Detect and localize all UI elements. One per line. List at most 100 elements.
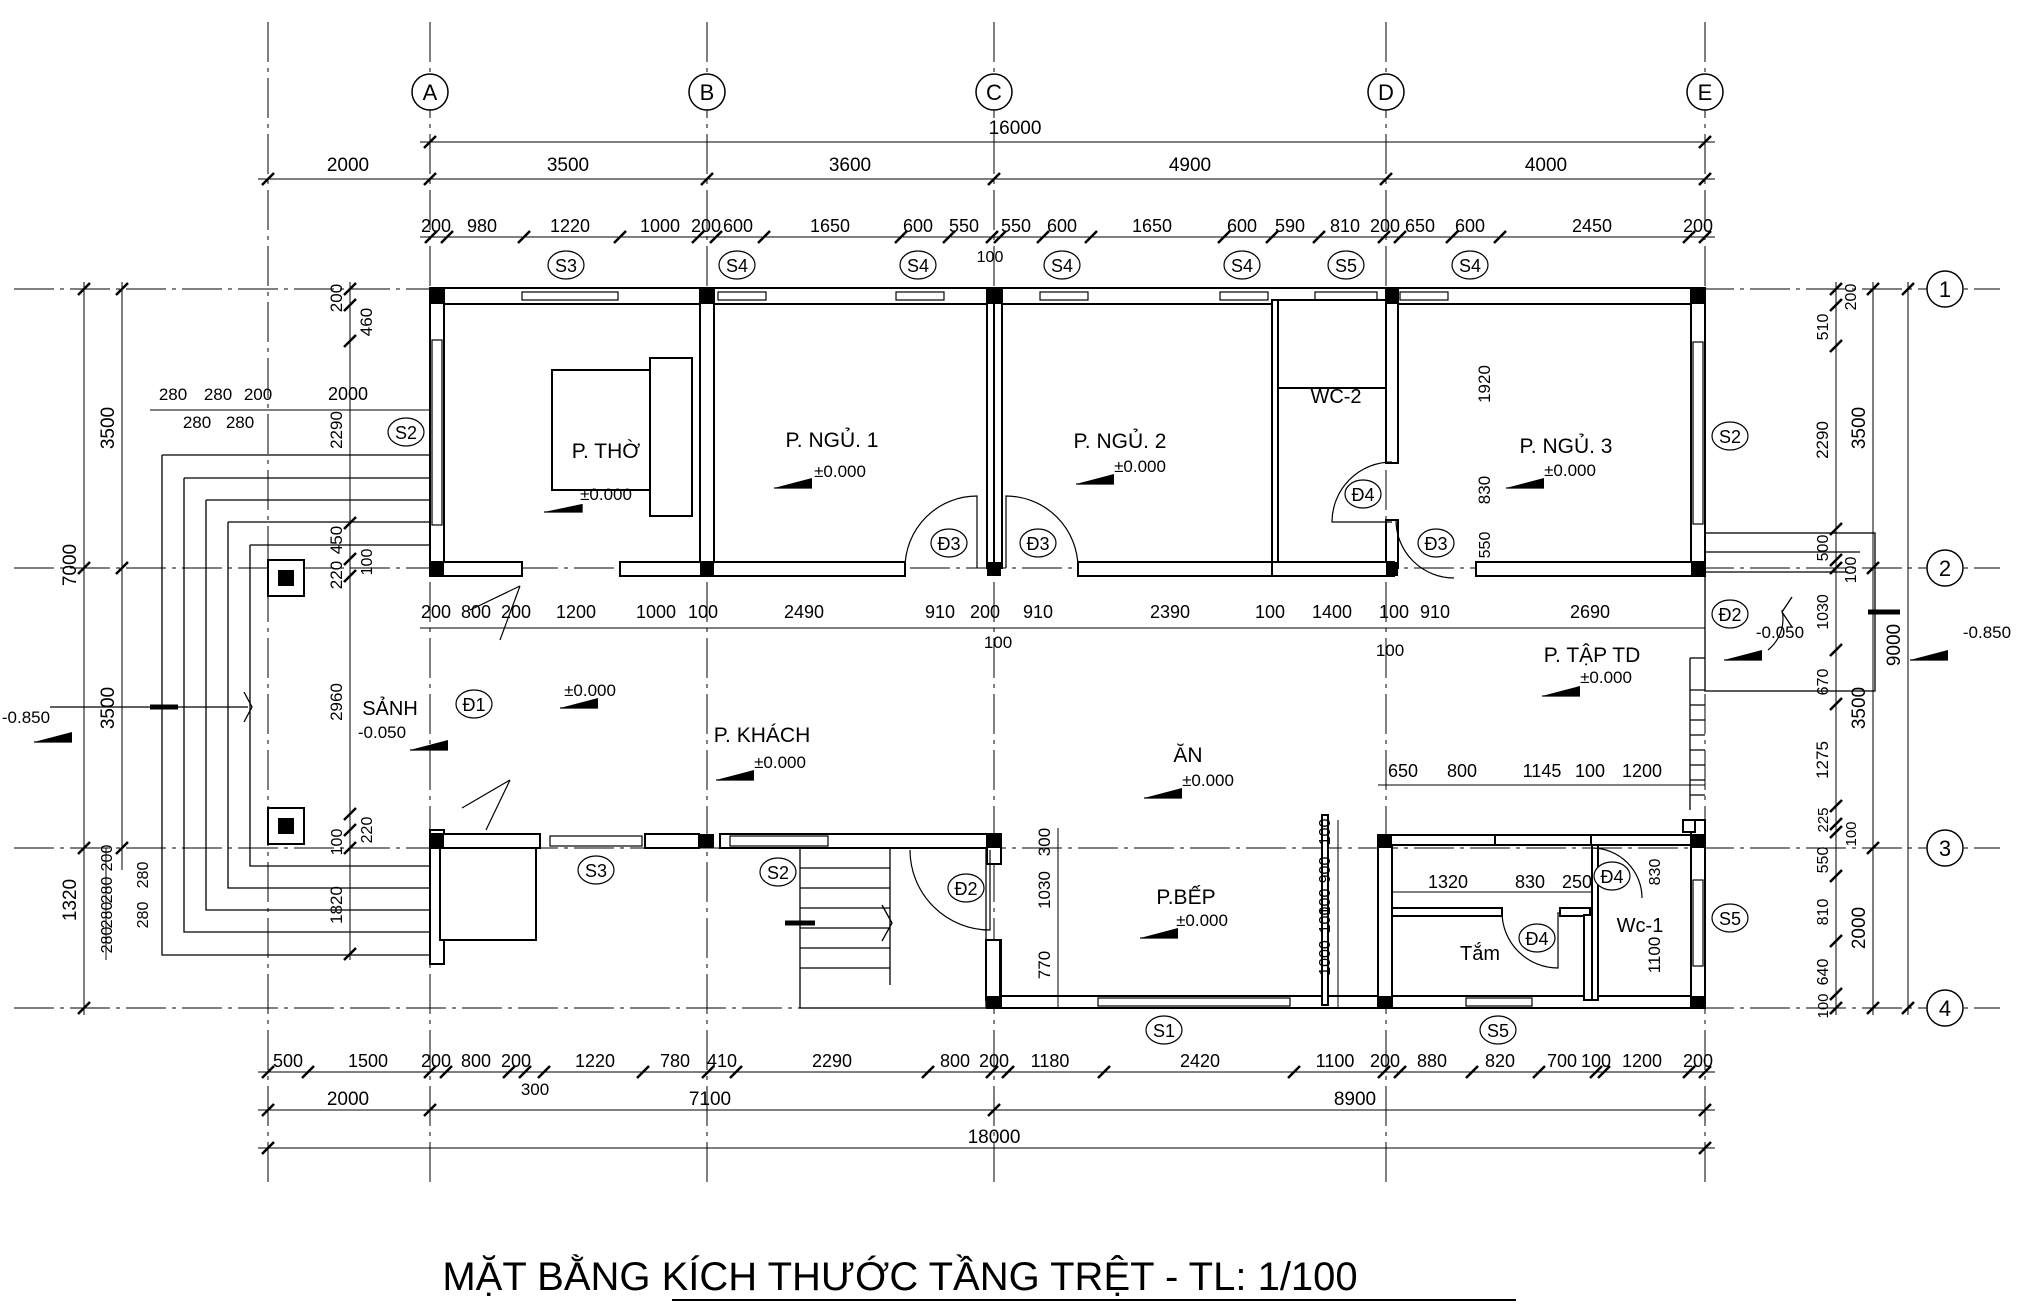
- svg-text:Đ1: Đ1: [462, 695, 485, 715]
- door-tag-d2-kitchen: Đ2: [947, 873, 985, 903]
- svg-text:±0.000: ±0.000: [1182, 771, 1234, 790]
- top-dimensions: 16000 2000 3500 3600 4900 4000 200 980 1…: [258, 118, 1715, 266]
- window-tag-s1: S1: [1145, 1015, 1183, 1045]
- window-tag-s4-3: S4: [1043, 250, 1081, 280]
- svg-text:510: 510: [1815, 314, 1832, 341]
- svg-text:200: 200: [244, 385, 272, 404]
- room-p-tap-td: P. TẬP TD ±0.000: [1542, 644, 1640, 697]
- dim-overall-bottom: 18000: [968, 1127, 1021, 1148]
- svg-text:600: 600: [1227, 216, 1257, 236]
- svg-text:4000: 4000: [1525, 155, 1567, 176]
- window-tag-s2-left: S2: [387, 417, 425, 447]
- svg-text:2000: 2000: [1849, 907, 1870, 949]
- svg-text:910: 910: [1023, 602, 1053, 622]
- svg-text:1320: 1320: [1428, 872, 1468, 892]
- svg-text:590: 590: [1275, 216, 1305, 236]
- svg-text:200: 200: [1370, 1051, 1400, 1071]
- columns: [430, 288, 1705, 1008]
- svg-text:450: 450: [327, 526, 346, 554]
- door-tag-d3-2: Đ3: [1019, 528, 1057, 558]
- svg-text:830: 830: [1515, 872, 1545, 892]
- svg-text:800: 800: [461, 602, 491, 622]
- svg-text:3500: 3500: [1849, 407, 1870, 449]
- svg-text:2960: 2960: [327, 683, 346, 721]
- svg-text:P. NGỦ. 2: P. NGỦ. 2: [1074, 429, 1167, 453]
- svg-text:280: 280: [204, 385, 232, 404]
- svg-text:780: 780: [660, 1051, 690, 1071]
- svg-text:SẢNH: SẢNH: [362, 697, 418, 720]
- svg-text:200: 200: [421, 216, 451, 236]
- room-sanh: SẢNH -0.050: [358, 697, 448, 751]
- svg-text:2690: 2690: [1570, 602, 1610, 622]
- svg-text:100: 100: [1843, 821, 1860, 846]
- svg-text:280: 280: [99, 927, 116, 954]
- svg-text:E: E: [1698, 80, 1713, 105]
- svg-text:P. THỜ: P. THỜ: [572, 440, 641, 463]
- svg-text:650: 650: [1388, 761, 1418, 781]
- svg-text:830: 830: [1475, 476, 1494, 504]
- svg-text:2290: 2290: [1813, 421, 1832, 459]
- svg-text:1000: 1000: [636, 602, 676, 622]
- svg-text:200: 200: [99, 845, 116, 872]
- svg-text:1030: 1030: [1035, 871, 1054, 909]
- grid-column-bubbles: A B C D E: [411, 73, 1724, 111]
- svg-text:3500: 3500: [547, 155, 589, 176]
- svg-text:1400: 1400: [1312, 602, 1352, 622]
- svg-text:550: 550: [1477, 532, 1494, 559]
- svg-text:±0.000: ±0.000: [754, 753, 806, 772]
- svg-text:100: 100: [977, 249, 1004, 266]
- bottom-dimensions: 500 1500 200 800 200 300 1220 780 410 22…: [258, 1051, 1715, 1155]
- svg-text:280: 280: [183, 413, 211, 432]
- svg-text:200: 200: [1683, 216, 1713, 236]
- svg-text:1000: 1000: [1317, 940, 1334, 976]
- svg-text:-0.850: -0.850: [1963, 623, 2011, 642]
- svg-text:100: 100: [1317, 889, 1334, 916]
- svg-text:1920: 1920: [1475, 365, 1494, 403]
- svg-text:100: 100: [1317, 907, 1334, 934]
- svg-text:-0.850: -0.850: [2, 708, 50, 727]
- svg-text:7000: 7000: [60, 544, 81, 586]
- right-dimensions: 9000 3500 3500 2000 200 510 2290 500 100…: [1813, 282, 1915, 1019]
- svg-text:1220: 1220: [550, 216, 590, 236]
- svg-text:1220: 1220: [575, 1051, 615, 1071]
- svg-text:830: 830: [1647, 859, 1664, 886]
- svg-text:460: 460: [357, 308, 376, 336]
- svg-text:280: 280: [99, 877, 116, 904]
- svg-text:3500: 3500: [98, 687, 119, 729]
- svg-text:S3: S3: [555, 256, 577, 276]
- svg-text:3: 3: [1939, 836, 1951, 861]
- svg-text:7100: 7100: [689, 1089, 731, 1110]
- svg-text:100: 100: [1317, 819, 1334, 846]
- svg-text:S2: S2: [395, 423, 417, 443]
- svg-text:±0.000: ±0.000: [564, 681, 616, 700]
- svg-text:1180: 1180: [1031, 1051, 1070, 1071]
- svg-text:200: 200: [1683, 1051, 1713, 1071]
- svg-text:600: 600: [1455, 216, 1485, 236]
- svg-text:500: 500: [273, 1051, 303, 1071]
- svg-text:A: A: [423, 80, 438, 105]
- svg-text:2000: 2000: [328, 384, 368, 404]
- door-tag-d3-3: Đ3: [1417, 528, 1455, 558]
- svg-text:Đ4: Đ4: [1600, 867, 1623, 887]
- svg-text:200: 200: [501, 602, 531, 622]
- svg-text:250: 250: [1562, 872, 1592, 892]
- svg-text:1820: 1820: [327, 886, 346, 924]
- grid-bubble-c: C: [975, 73, 1013, 111]
- svg-text:ĂN: ĂN: [1173, 744, 1202, 767]
- svg-text:2290: 2290: [327, 411, 346, 449]
- interior-dimensions: 200 800 200 1200 1000 100 2490 910 200 1…: [420, 365, 1705, 1008]
- svg-text:2000: 2000: [327, 155, 369, 176]
- svg-text:1200: 1200: [556, 602, 596, 622]
- svg-text:200: 200: [1370, 216, 1400, 236]
- svg-text:100: 100: [1379, 602, 1409, 622]
- svg-text:100: 100: [984, 633, 1012, 652]
- svg-text:910: 910: [925, 602, 955, 622]
- svg-text:3500: 3500: [98, 407, 119, 449]
- window-tag-s5-bottom: S5: [1479, 1015, 1517, 1045]
- svg-text:800: 800: [1447, 761, 1477, 781]
- window-tag-s3-bottom: S3: [577, 855, 615, 885]
- svg-text:3600: 3600: [829, 155, 871, 176]
- svg-text:200: 200: [970, 602, 1000, 622]
- svg-text:800: 800: [940, 1051, 970, 1071]
- svg-text:4900: 4900: [1169, 155, 1211, 176]
